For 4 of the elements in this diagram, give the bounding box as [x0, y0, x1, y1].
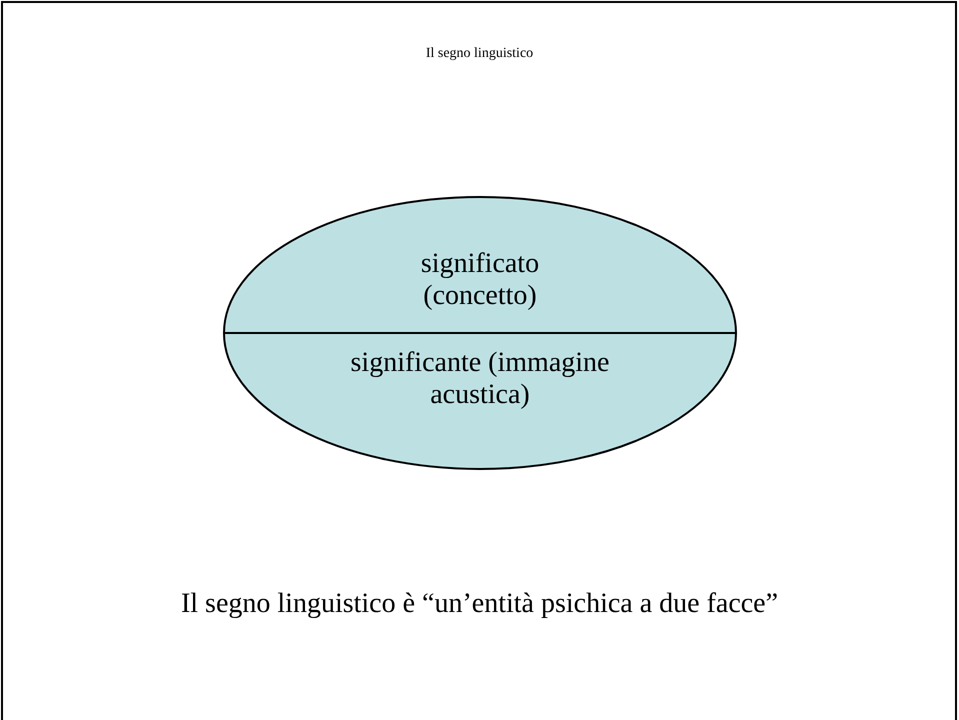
sound-image-label: significante (immagine acustica) [350, 347, 610, 411]
page-title: Il segno linguistico [424, 46, 534, 62]
caption: Il segno linguistico è “un’entità psichica a due facce” [180, 588, 780, 620]
concept-label: significato (concetto) [420, 248, 540, 312]
